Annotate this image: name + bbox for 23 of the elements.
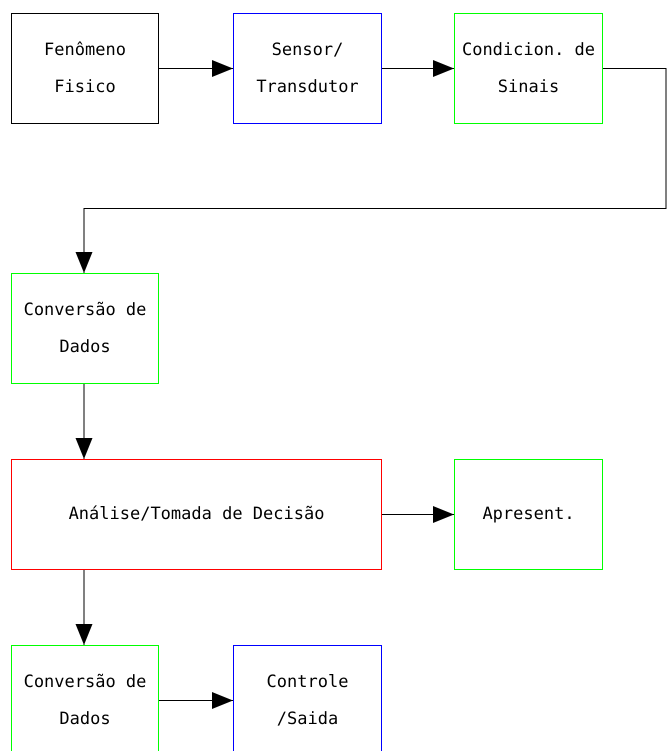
process-box: [233, 645, 382, 751]
arrow: [76, 384, 92, 460]
box-label: Sensor/ Transdutor: [255, 38, 360, 98]
arrow: [76, 68, 666, 274]
arrow: [382, 506, 454, 523]
box-label: Conversão de Dados: [22, 670, 148, 730]
box-label: Fenômeno Fisico: [43, 38, 127, 98]
arrow: [158, 60, 234, 77]
box-label: Análise/Tomada de Decisão: [68, 503, 324, 526]
arrow: [158, 692, 234, 709]
process-box: [11, 645, 159, 751]
process-box: [11, 273, 159, 384]
process-box: [454, 13, 603, 124]
arrow: [382, 60, 454, 77]
box-label: Conversão de Dados: [22, 298, 148, 358]
process-box: [11, 459, 382, 570]
box-label: Controle /Saida: [266, 670, 350, 730]
arrow: [76, 570, 92, 646]
process-box: [233, 13, 382, 124]
process-box: [11, 13, 159, 124]
box-label: Apresent.: [482, 503, 575, 526]
box-label: Condicion. de Sinais: [460, 38, 596, 98]
process-box: [454, 459, 603, 570]
